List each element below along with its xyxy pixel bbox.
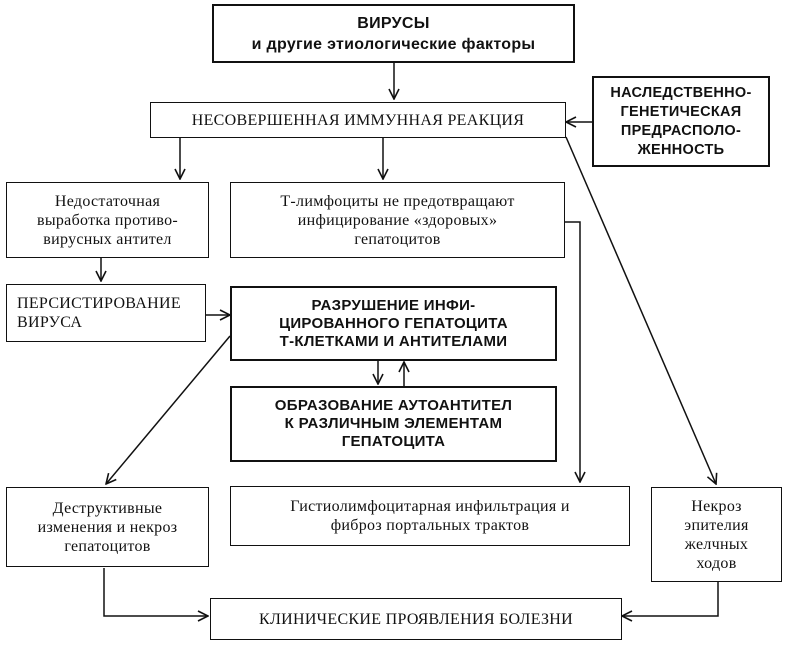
necrosis-line-3: желчных (684, 535, 749, 553)
arrow-tlymph-to-histio-path (565, 221, 580, 482)
autoantibodies-line-2: К РАЗЛИЧНЫМ ЭЛЕМЕНТАМ (284, 415, 503, 432)
destruction-line-2: ЦИРОВАННОГО ГЕПАТОЦИТА (279, 314, 508, 332)
box-destructive-changes: Деструктивные изменения и некроз гепатоц… (6, 487, 209, 567)
necrosis-line-2: эпителия (684, 516, 749, 534)
box-bile-duct-necrosis: Некроз эпителия желчных ходов (651, 487, 782, 582)
heredity-line-2: ГЕНЕТИЧЕСКАЯ (620, 103, 742, 120)
destruction-line-3: Т-КЛЕТКАМИ И АНТИТЕЛАМИ (279, 332, 508, 350)
necrosis-line-4: ходов (696, 554, 737, 572)
autoantibodies-line-1: ОБРАЗОВАНИЕ АУТОАНТИТЕЛ (274, 397, 513, 414)
box-hepatocyte-destruction: РАЗРУШЕНИЕ ИНФИ- ЦИРОВАННОГО ГЕПАТОЦИТА … (230, 286, 557, 361)
box-histiolymphocytic: Гистиолимфоцитарная инфильтрация и фибро… (230, 486, 630, 546)
persist-line-1: ПЕРСИСТИРОВАНИЕ (17, 295, 181, 312)
histio-line-2: фиброз портальных трактов (330, 517, 530, 534)
persist-line-2: ВИРУСА (17, 314, 83, 331)
arrow-necrosis-to-clinical (622, 582, 719, 616)
box-heredity: НАСЛЕДСТВЕННО- ГЕНЕТИЧЕСКАЯ ПРЕДРАСПОЛО-… (592, 76, 770, 167)
tlymph-line-1: Т-лимфоциты не предотвращают (280, 192, 515, 210)
histio-line-1: Гистиолимфоцитарная инфильтрация и (290, 498, 570, 515)
heredity-line-4: ЖЕННОСТЬ (637, 141, 725, 158)
tlymph-line-3: гепатоцитов (354, 230, 441, 248)
antibodies-line-1: Недостаточная (54, 192, 161, 210)
destructive-line-3: гепатоцитов (64, 537, 151, 555)
heredity-line-3: ПРЕДРАСПОЛО- (620, 122, 742, 139)
destructive-line-1: Деструктивные (52, 499, 163, 517)
clinical-label: КЛИНИЧЕСКИЕ ПРОЯВЛЕНИЯ БОЛЕЗНИ (258, 610, 573, 628)
box-viruses: ВИРУСЫ и другие этиологические факторы (212, 4, 575, 63)
box-immune-reaction: НЕСОВЕРШЕННАЯ ИММУННАЯ РЕАКЦИЯ (150, 102, 566, 138)
box-t-lymphocytes: Т-лимфоциты не предотвращают инфицирован… (230, 182, 565, 258)
arrow-immune-to-necrosis (565, 136, 716, 484)
viruses-title: ВИРУСЫ (357, 14, 430, 32)
tlymph-line-2: инфицирование «здоровых» (297, 211, 498, 229)
necrosis-line-1: Некроз (691, 497, 742, 515)
destructive-line-2: изменения и некроз (37, 518, 178, 536)
box-autoantibodies: ОБРАЗОВАНИЕ АУТОАНТИТЕЛ К РАЗЛИЧНЫМ ЭЛЕМ… (230, 386, 557, 462)
box-virus-persistence: ПЕРСИСТИРОВАНИЕ ВИРУСА (6, 284, 206, 342)
antibodies-line-2: выработка противо- (36, 211, 179, 229)
viruses-subtitle: и другие этиологические факторы (251, 35, 536, 53)
heredity-line-1: НАСЛЕДСТВЕННО- (610, 84, 752, 101)
autoantibodies-line-3: ГЕПАТОЦИТА (341, 433, 446, 450)
arrow-persist-to-destructive (106, 335, 231, 484)
box-insufficient-antibodies: Недостаточная выработка противо- вирусны… (6, 182, 209, 258)
immune-reaction-label: НЕСОВЕРШЕННАЯ ИММУННАЯ РЕАКЦИЯ (191, 111, 525, 129)
destruction-line-1: РАЗРУШЕНИЕ ИНФИ- (311, 296, 476, 314)
antibodies-line-3: вирусных антител (43, 230, 172, 248)
box-clinical-manifestations: КЛИНИЧЕСКИЕ ПРОЯВЛЕНИЯ БОЛЕЗНИ (210, 598, 622, 640)
arrow-destructive-to-clinical (103, 568, 208, 616)
